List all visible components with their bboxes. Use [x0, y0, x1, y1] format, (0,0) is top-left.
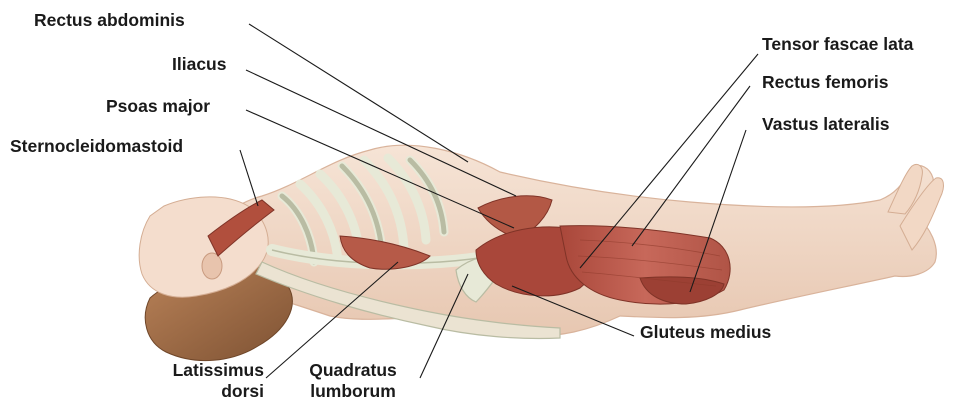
- label-gluteus-medius: Gluteus medius: [640, 322, 771, 343]
- ear: [202, 253, 222, 279]
- label-latissimus-dorsi-line1: Latissimus: [128, 360, 264, 381]
- leader-sternocleidomastoid: [240, 150, 258, 206]
- label-rectus-abdominis: Rectus abdominis: [34, 10, 185, 31]
- label-sternocleidomastoid: Sternocleidomastoid: [10, 136, 183, 157]
- label-quadratus-lumborum-line2: lumborum: [288, 381, 418, 402]
- label-quadratus-lumborum: Quadratus lumborum: [288, 360, 418, 402]
- label-iliacus: Iliacus: [172, 54, 226, 75]
- label-tensor-fascae-lata: Tensor fascae lata: [762, 34, 913, 55]
- label-psoas-major: Psoas major: [106, 96, 210, 117]
- label-vastus-lateralis: Vastus lateralis: [762, 114, 889, 135]
- label-quadratus-lumborum-line1: Quadratus: [288, 360, 418, 381]
- label-latissimus-dorsi: Latissimus dorsi: [128, 360, 264, 402]
- leader-rectus-abdominis: [249, 24, 468, 162]
- label-latissimus-dorsi-line2: dorsi: [128, 381, 264, 402]
- label-rectus-femoris: Rectus femoris: [762, 72, 888, 93]
